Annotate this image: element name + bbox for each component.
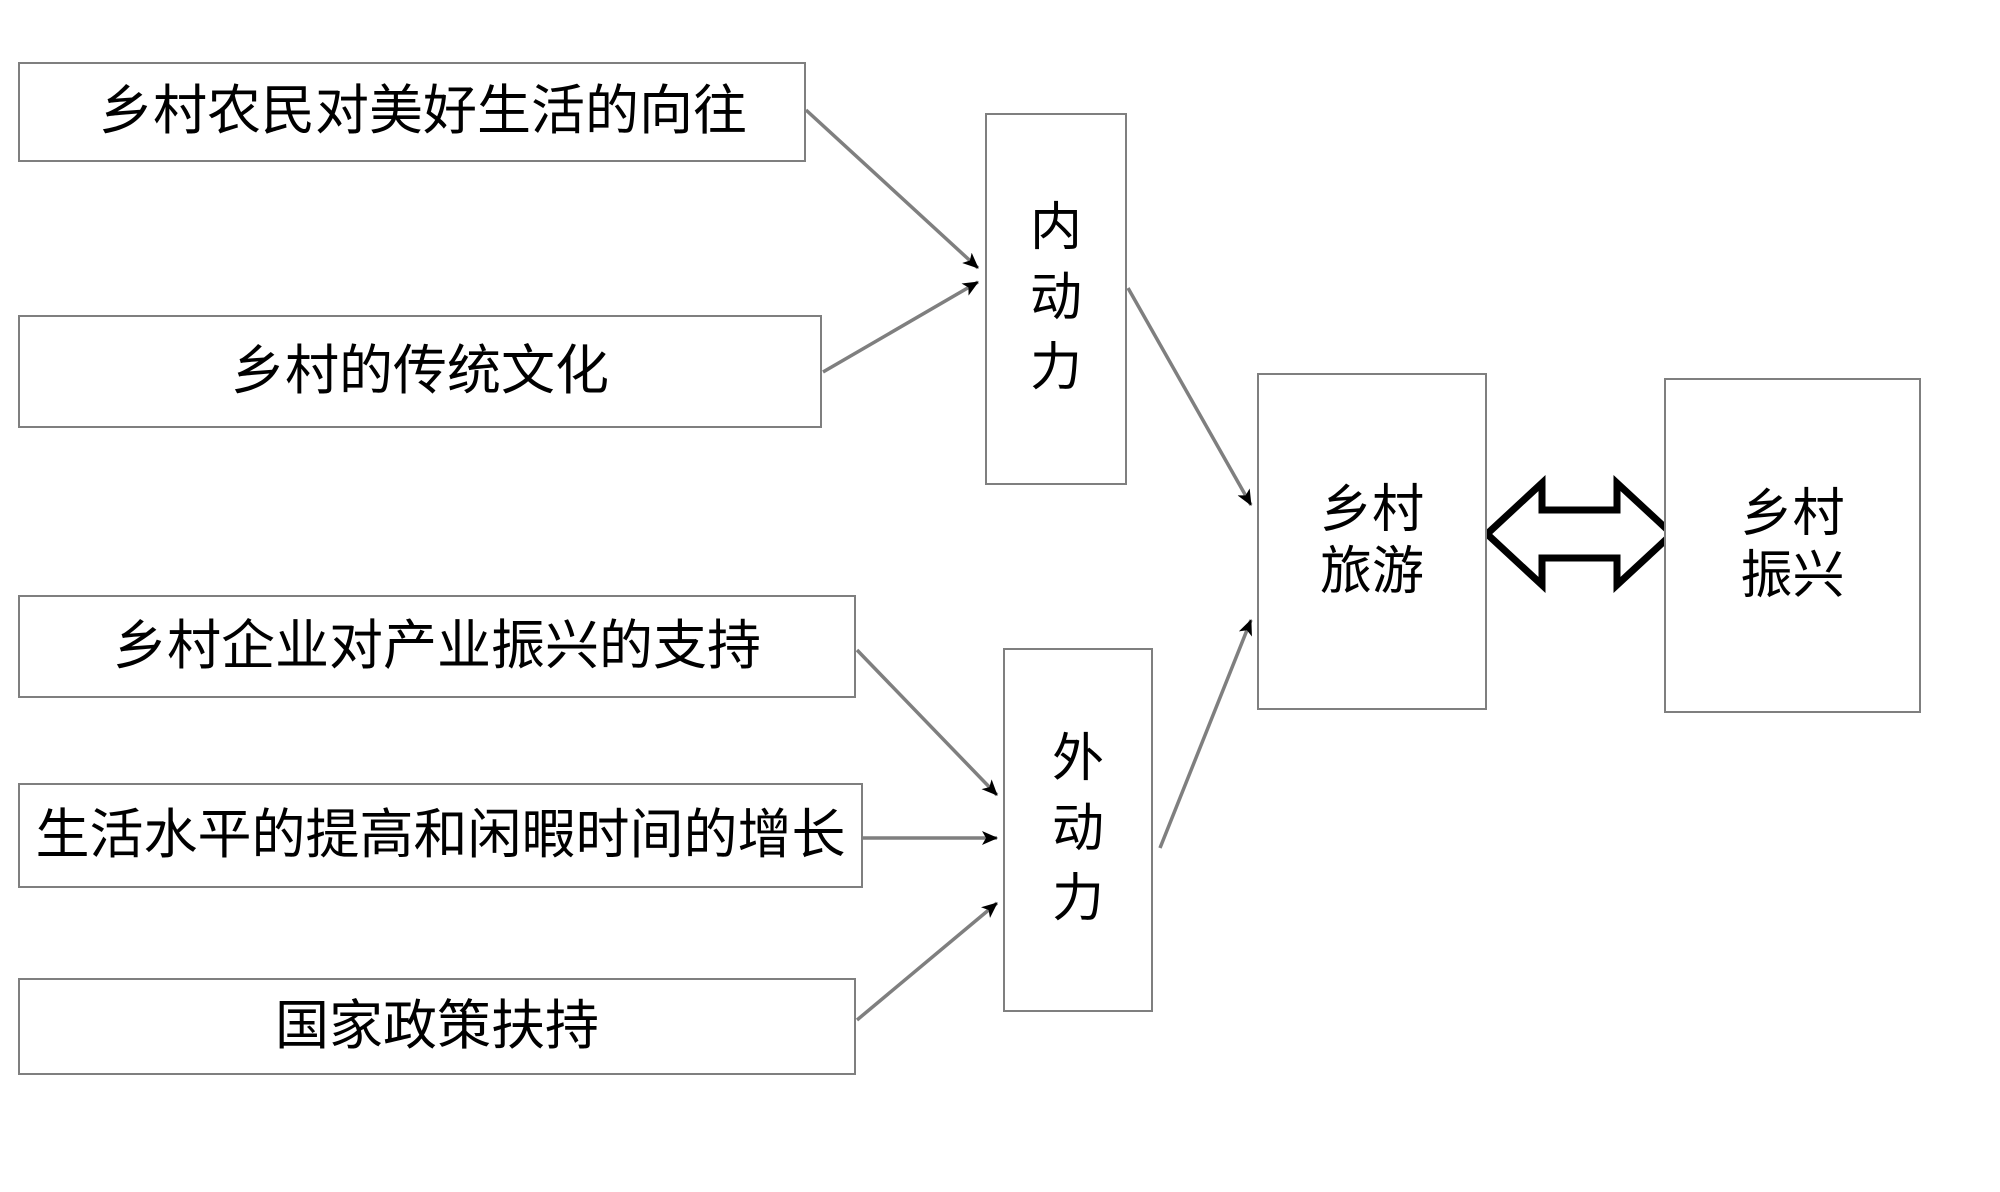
edge-culture-to-internal: [822, 280, 979, 374]
edge-enterprise-to-external: [855, 648, 999, 797]
node-rural-tourism-label: 乡村 旅游: [1319, 482, 1424, 601]
node-internal-force-label: 内 动 力: [1029, 199, 1082, 398]
edge-internal-to-tourism: [1126, 287, 1253, 506]
node-living-standard[interactable]: 生活水平的提高和闲暇时间的增长: [18, 783, 863, 888]
node-external-force-label: 外 动 力: [1051, 730, 1104, 929]
node-national-policy-label: 国家政策扶持: [275, 995, 599, 1056]
node-external-force[interactable]: 外 动 力: [1003, 648, 1153, 1012]
node-traditional-culture-label: 乡村的传统文化: [231, 340, 609, 401]
edge-external-to-tourism: [1158, 619, 1253, 849]
node-national-policy[interactable]: 国家政策扶持: [18, 978, 856, 1075]
node-rural-revitalization[interactable]: 乡村 振兴: [1664, 378, 1921, 713]
node-enterprise-support-label: 乡村企业对产业振兴的支持: [113, 615, 761, 676]
edge-farmer-to-internal: [804, 108, 980, 270]
node-internal-force[interactable]: 内 动 力: [985, 113, 1127, 485]
node-farmer-aspiration-label: 乡村农民对美好生活的向往: [99, 81, 747, 142]
edge-policy-to-external: [855, 901, 999, 1022]
node-rural-tourism[interactable]: 乡村 旅游: [1257, 373, 1487, 710]
edge-tourism-revitalization-double-arrow: [1481, 474, 1678, 594]
node-enterprise-support[interactable]: 乡村企业对产业振兴的支持: [18, 595, 856, 698]
node-traditional-culture[interactable]: 乡村的传统文化: [18, 315, 822, 428]
node-living-standard-label: 生活水平的提高和闲暇时间的增长: [35, 804, 846, 865]
node-farmer-aspiration[interactable]: 乡村农民对美好生活的向往: [18, 62, 806, 162]
node-rural-revitalization-label: 乡村 振兴: [1740, 486, 1845, 605]
